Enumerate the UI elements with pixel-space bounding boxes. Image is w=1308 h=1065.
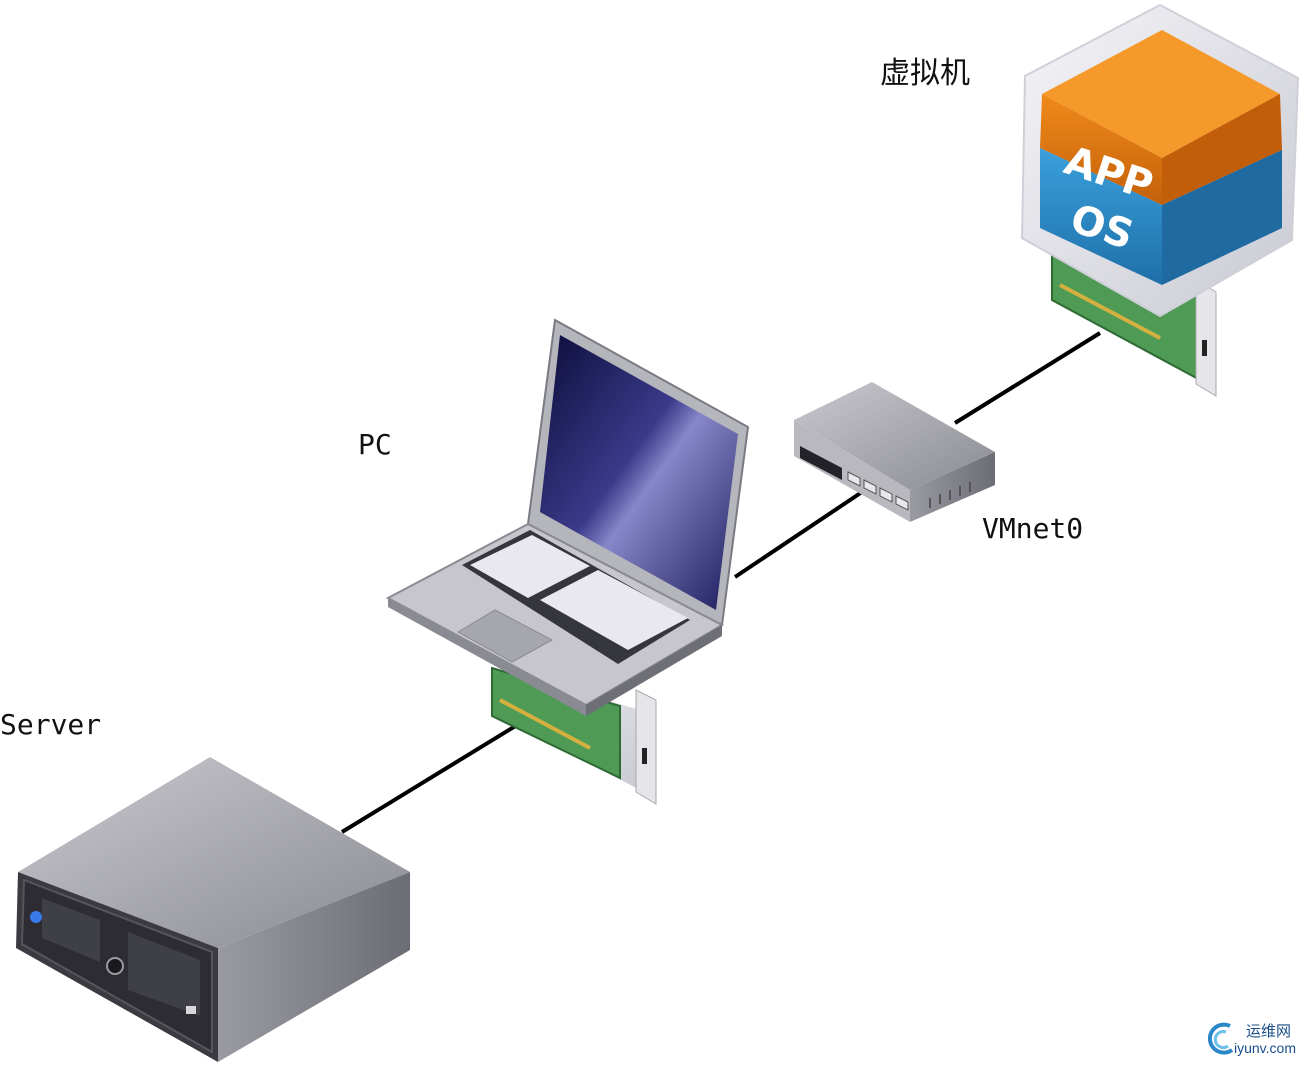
- link-server-pc: [340, 720, 524, 834]
- watermark: 运维网 iyunv.com: [1204, 1018, 1308, 1062]
- vmnet-label: VMnet0: [982, 512, 1084, 545]
- link-pc-switch: [733, 490, 864, 579]
- link-switch-vm: [953, 331, 1102, 425]
- watermark-url: iyunv.com: [1234, 1040, 1296, 1056]
- server-icon: [16, 757, 410, 1062]
- watermark-cn: 运维网: [1246, 1022, 1292, 1040]
- vm-cube-icon: APP OS: [1020, 3, 1300, 318]
- pc-label: PC: [358, 428, 392, 461]
- connection-lines: [340, 331, 1102, 834]
- vm-label: 虚拟机: [880, 56, 970, 91]
- laptop-icon: [385, 318, 750, 716]
- watermark-logo-icon: [1207, 1022, 1234, 1055]
- switch-icon: [794, 382, 995, 522]
- server-label: Server: [0, 708, 102, 741]
- pc-nic-card: [491, 666, 657, 805]
